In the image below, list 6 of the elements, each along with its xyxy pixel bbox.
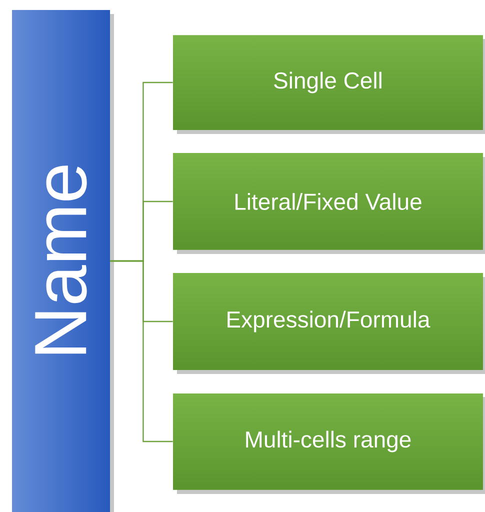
name-bar: Name: [12, 10, 114, 512]
category-box: Multi-cells range: [173, 393, 485, 494]
category-box: Single Cell: [173, 35, 485, 134]
connector-line: [110, 260, 173, 442]
category-box: Literal/Fixed Value: [173, 153, 485, 254]
category-box: Expression/Formula: [173, 273, 485, 374]
